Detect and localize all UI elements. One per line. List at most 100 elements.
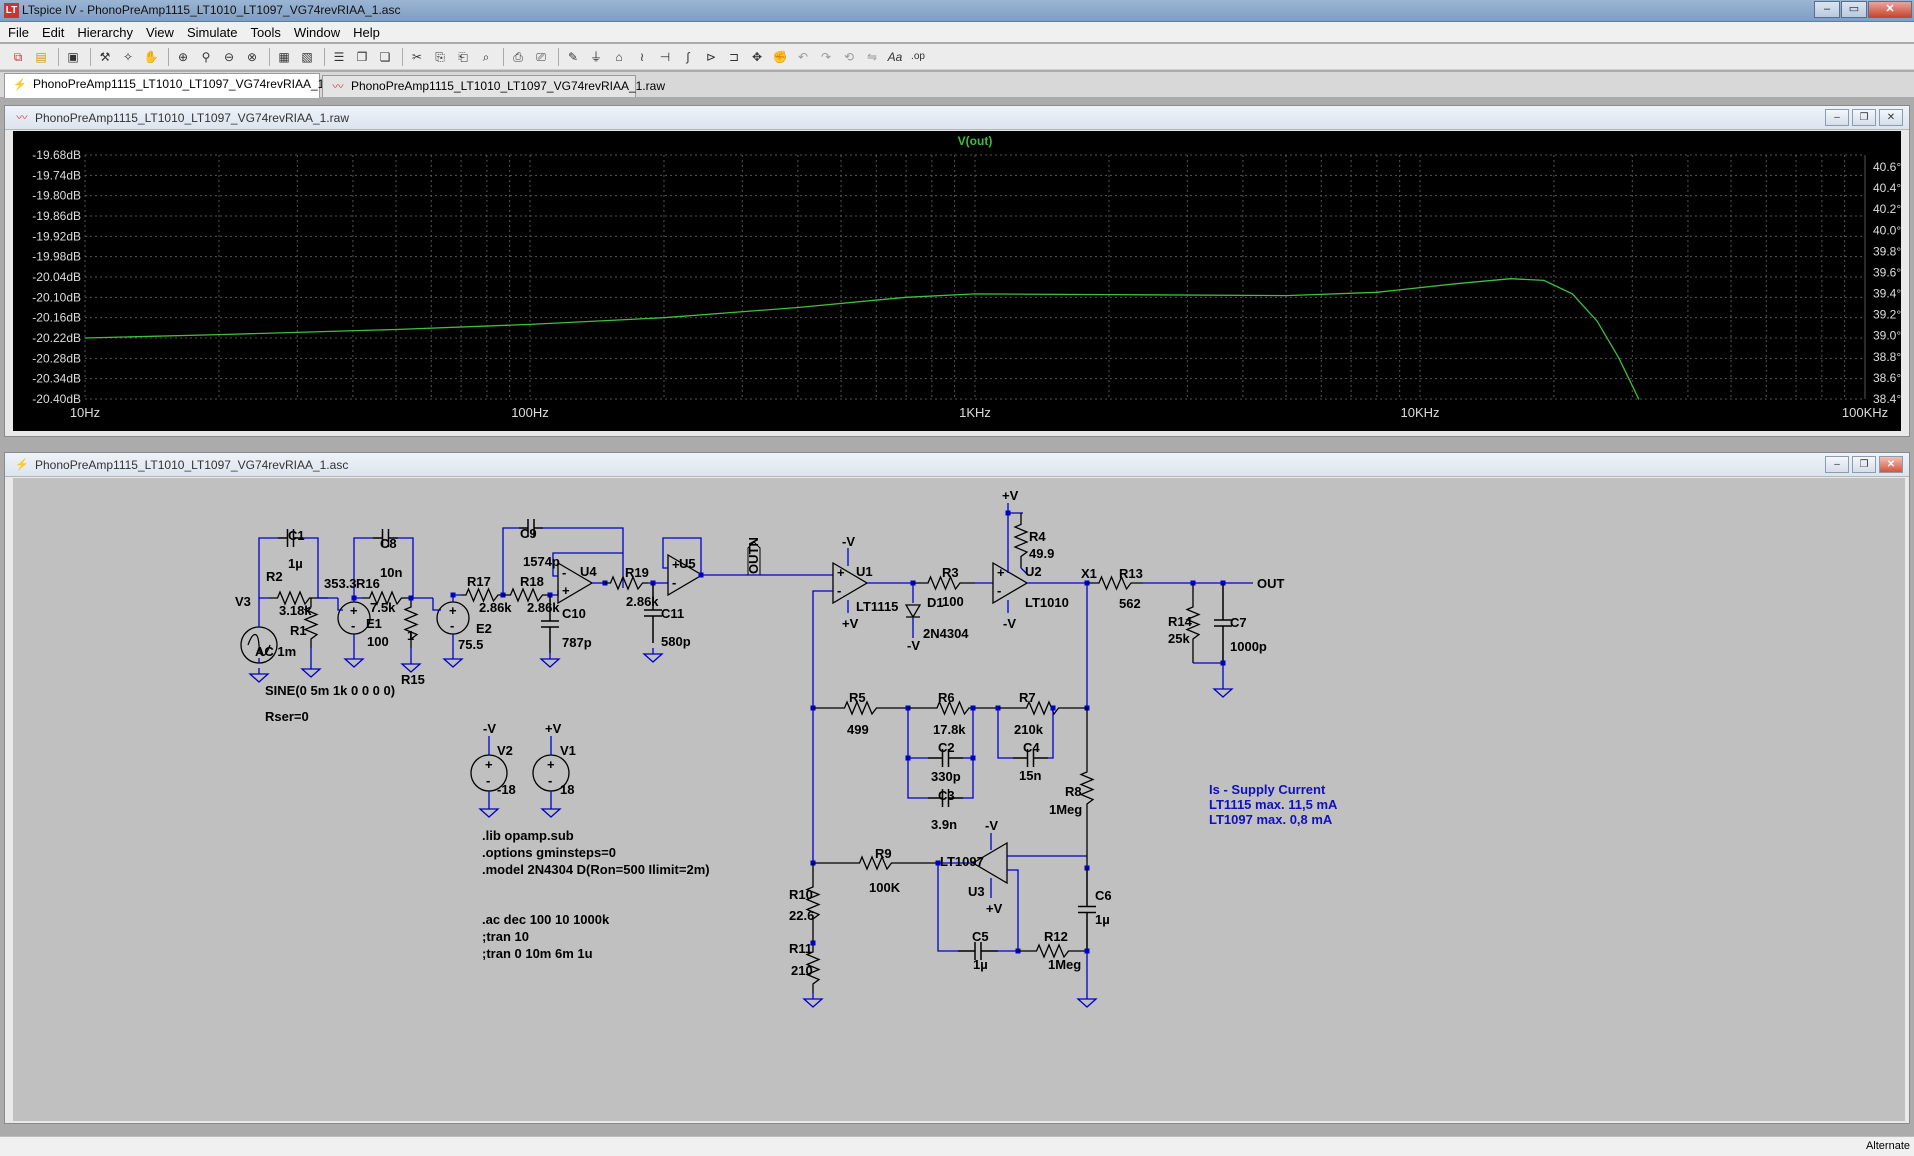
y-tick-label: -19.92dB [32,229,81,243]
save-icon[interactable]: ▣ [67,49,79,64]
drag-icon[interactable]: ✊ [772,49,788,64]
halt-icon[interactable]: ✋ [143,49,159,64]
component-name-r8: R8 [1065,784,1082,799]
text-icon[interactable]: Aa [887,49,903,64]
maximize-button[interactable]: ▭ [1841,1,1867,18]
component-value-r15: 1 [407,628,414,643]
capacitor-symbol [928,789,963,807]
menu-bar: File Edit Hierarchy View Simulate Tools … [0,22,1914,42]
component-name-c2: C2 [938,740,955,755]
options-directive: .options gminsteps=0 [482,845,616,860]
mirror-icon[interactable]: ⇋ [866,49,878,64]
diode-symbol [904,604,922,619]
child-restore-button[interactable]: ❐ [1852,109,1876,126]
schematic-svg: +-+--++-OUTN+--V+V-V+-+V-VX1OUT-V+V+--V+… [235,488,1338,1008]
move-icon[interactable]: ✥ [751,49,763,64]
find-icon[interactable]: ⌕ [482,49,490,64]
zoom-in-icon[interactable]: ⊕ [177,49,189,64]
resistor-icon[interactable]: ≀ [639,49,645,64]
spice-directive-icon[interactable]: .op [911,50,925,62]
data-point [1571,293,1573,295]
zoom-pan-icon[interactable]: ⚲ [201,49,211,64]
opamp-symbol [832,561,869,605]
resistor-symbol [805,863,821,943]
zoom-out-icon[interactable]: ⊖ [223,49,235,64]
component-name-c11: C11 [661,606,684,621]
component-name-r1: R1 [290,623,307,638]
child-restore-button[interactable]: ❐ [1852,456,1876,473]
label-net-icon[interactable]: ⌂ [615,49,623,64]
menu-view[interactable]: View [145,24,174,40]
menu-edit[interactable]: Edit [41,24,65,40]
tab-schematic[interactable]: ⚡ PhonoPreAmp1115_LT1010_LT1097_VG74revR… [4,73,346,98]
print-icon[interactable]: ⎚ [536,49,546,64]
y-tick-label: -20.34dB [32,372,81,386]
wire-icon[interactable]: ✎ [567,49,579,64]
child-minimize-button[interactable]: – [1825,109,1849,126]
component-name-r16: R16 [356,576,380,591]
opamp-pin-sign: - [837,583,841,598]
y-right-tick-label: 39.8° [1873,244,1901,258]
undo-icon[interactable]: ↶ [797,49,809,64]
y-tick-label: -20.16dB [32,311,81,325]
child-close-button[interactable]: ✕ [1879,109,1903,126]
waveform-plot[interactable]: -19.68dB-19.74dB-19.80dB-19.86dB-19.92dB… [13,131,1901,431]
junction-dot [698,572,704,578]
measure-icon[interactable]: ▧ [301,49,313,64]
cascade-icon[interactable]: ❐ [356,49,368,64]
component-value-u1: LT1115 [856,599,898,614]
print-preview-icon[interactable]: ⎙ [513,49,523,64]
component-value-c7: 1000p [1230,639,1267,654]
inductor-icon[interactable]: ∫ [686,49,690,64]
control-panel-icon[interactable]: ⚒ [99,49,111,64]
menu-help[interactable]: Help [353,24,380,40]
diode-icon[interactable]: ⊳ [705,49,717,64]
y-right-tick-label: 39.6° [1873,265,1901,279]
run-icon[interactable]: ✧ [122,49,134,64]
net-label-x1: X1 [1081,566,1097,581]
menu-window[interactable]: Window [293,24,341,40]
capacitor-icon[interactable]: ⊣ [659,49,671,64]
supply-label-minus: -V [842,534,855,549]
tile-horizontal-icon[interactable]: ☰ [333,49,345,64]
component-name-v2: V2 [497,743,513,758]
ground-icon[interactable]: ⏚ [589,49,602,64]
component-name-c9: C9 [520,526,537,541]
paste-icon[interactable]: ⎗ [458,49,468,64]
open-icon[interactable]: ▤ [35,49,47,64]
wire [337,598,343,611]
copy-icon[interactable]: ⎘ [435,49,445,64]
component-value-c2: 330p [931,769,961,784]
new-schematic-icon[interactable]: ⧉ [13,49,23,64]
component-icon[interactable]: ⊐ [728,49,740,64]
redo-icon[interactable]: ↷ [820,49,832,64]
data-point [1454,283,1456,285]
minimize-button[interactable]: – [1814,1,1840,18]
y-tick-label: -20.04dB [32,270,81,284]
component-name-r14: R14 [1168,614,1193,629]
component-name-c6: C6 [1095,888,1112,903]
resistor-symbol [1079,708,1095,868]
tran-directive-2: ;tran 0 10m 6m 1u [482,946,593,961]
component-name-r4: R4 [1029,529,1046,544]
child-close-button[interactable]: ✕ [1879,456,1903,473]
menu-tools[interactable]: Tools [250,24,281,40]
component-value-c10: 787p [562,635,592,650]
sine-wave [247,633,271,657]
close-button[interactable]: ✕ [1868,1,1912,18]
component-name-c3: C3 [938,788,955,803]
zoom-fit-icon[interactable]: ⊗ [246,49,258,64]
menu-file[interactable]: File [8,24,29,40]
child-minimize-button[interactable]: – [1825,456,1849,473]
menu-simulate[interactable]: Simulate [186,24,238,40]
menu-hierarchy[interactable]: Hierarchy [77,24,133,40]
tile-vertical-icon[interactable]: ❏ [379,49,391,64]
autorange-icon[interactable]: ▦ [278,49,290,64]
tab-waveform[interactable]: 〰 PhonoPreAmp1115_LT1010_LT1097_VG74revR… [322,75,665,97]
cut-icon[interactable]: ✂ [411,49,423,64]
capacitor-symbol [1214,583,1232,663]
rser-directive: Rser=0 [265,709,309,724]
window-title: LTspice IV - PhonoPreAmp1115_LT1010_LT10… [22,3,401,17]
rotate-icon[interactable]: ⟲ [843,49,855,64]
